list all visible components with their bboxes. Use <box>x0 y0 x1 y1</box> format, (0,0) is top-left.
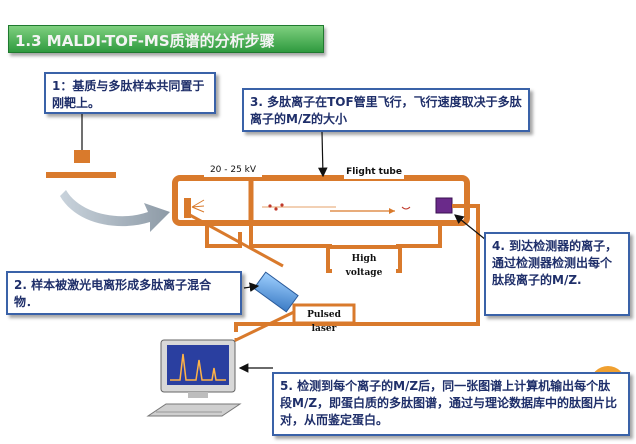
step-3-callout: 3. 多肽离子在TOF管里飞行，飞行速度取决于多肽离子的M/Z的大小 <box>242 88 530 132</box>
ion-dot <box>280 203 284 207</box>
leader-arrow-3 <box>318 131 328 178</box>
title-bar: 1.3 MALDI-TOF-MS质谱的分析步骤 <box>8 25 324 53</box>
hv-wire-right <box>396 222 442 258</box>
signal-wire <box>234 204 480 332</box>
pulsed-laser-label: Pulsed laser <box>307 310 341 334</box>
step-5-text: 5. 检测到每个离子的M/Z后，同一张图谱上计算机输出每个肽段M/Z，即蛋白质的… <box>280 379 618 427</box>
step-1-text: 1：基质与多肽样本共同置于刚靶上。 <box>52 79 205 110</box>
flight-tube <box>172 175 470 226</box>
step-3-text: 3. 多肽离子在TOF管里飞行，飞行速度取决于多肽离子的M/Z的大小 <box>250 95 522 126</box>
voltage-wire <box>205 222 242 248</box>
leader-arrow-2 <box>243 282 260 292</box>
step-4-callout: 4. 到达检测器的离子，通过检测器检测出每个肽段离子的M/Z. <box>484 232 630 316</box>
transfer-arrow <box>60 190 170 232</box>
step-4-text: 4. 到达检测器的离子，通过检测器检测出每个肽段离子的M/Z. <box>492 239 618 287</box>
step-2-text: 2. 样本被激光电离形成多肽离子混合物． <box>14 278 212 309</box>
source-plate <box>184 198 191 218</box>
step-1-callout: 1：基质与多肽样本共同置于刚靶上。 <box>44 72 216 114</box>
ion-dot <box>274 207 278 211</box>
leader-arrow-4 <box>454 214 487 241</box>
page-title: 1.3 MALDI-TOF-MS质谱的分析步骤 <box>15 32 275 50</box>
computer <box>146 339 242 417</box>
sample-block <box>74 150 90 163</box>
laser-beam <box>187 212 284 268</box>
hv-wire-left <box>249 222 332 258</box>
step-5-callout: 5. 检测到每个离子的M/Z后，同一张图谱上计算机输出每个肽段M/Z，即蛋白质的… <box>272 372 630 436</box>
detector <box>435 197 453 214</box>
target-plate <box>46 172 116 178</box>
pulsed-laser-box <box>292 303 356 325</box>
ion-spray <box>191 199 205 213</box>
ion-dot <box>268 204 272 208</box>
flight-tube-label: Flight tube <box>344 165 404 179</box>
pulsed-laser-device <box>253 271 299 313</box>
ion-trace <box>401 206 411 210</box>
flight-arrowhead <box>389 208 395 214</box>
voltage-label: 20 - 25 kV <box>204 163 262 177</box>
high-voltage-label: High voltage <box>332 252 396 280</box>
laser-wire <box>234 310 295 343</box>
step-2-callout: 2. 样本被激光电离形成多肽离子混合物． <box>6 271 242 315</box>
